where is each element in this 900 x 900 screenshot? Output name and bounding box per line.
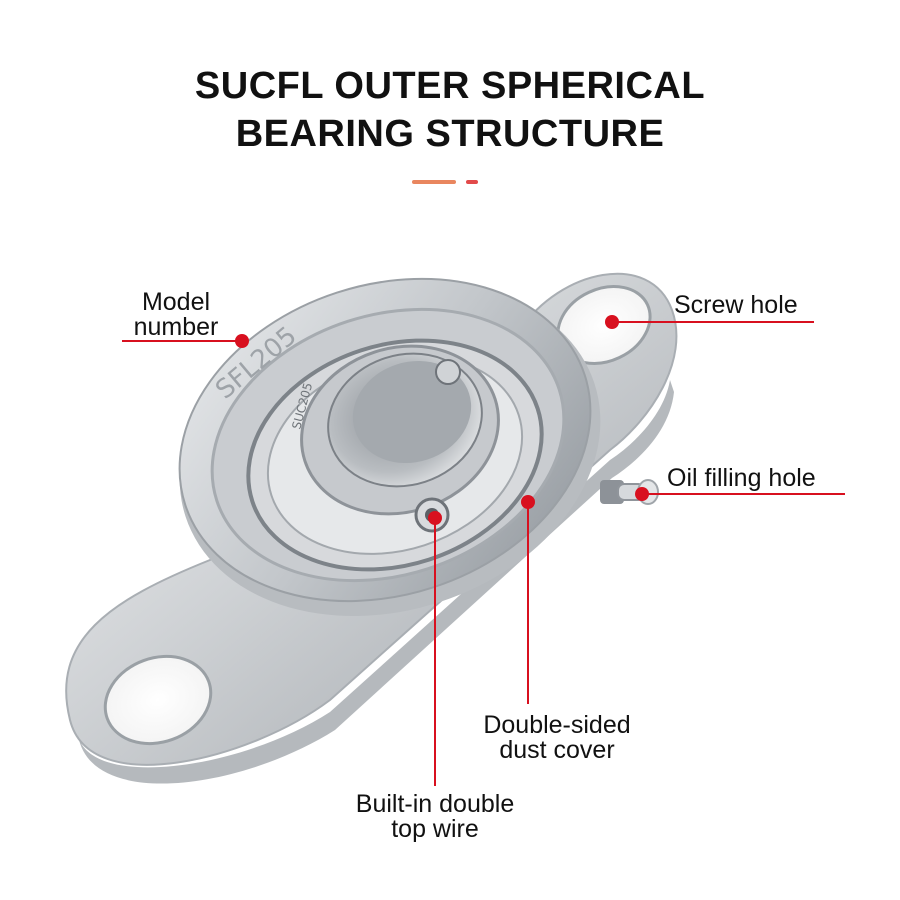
title-accent-dot [466,180,478,184]
title-accent-bar [412,180,456,184]
page-title: SUCFL OUTER SPHERICAL BEARING STRUCTURE [0,62,900,158]
title-line-1: SUCFL OUTER SPHERICAL [194,65,706,107]
title-line-2: BEARING STRUCTURE [235,113,665,155]
callout-label-model-number: Model number [133,288,219,341]
callout-dot-model-number [235,334,249,348]
callout-dot-oil-filling-hole [635,487,649,501]
callout-dot-top-wire [428,511,442,525]
callout-dot-dust-cover [521,495,535,509]
callout-label-screw-hole: Screw hole [674,291,798,319]
callout-label-dust-cover: Double-sided dust cover [483,711,631,764]
callout-label-top-wire: Built-in double top wire [355,790,515,843]
screw-hole-left [103,654,213,746]
set-screw-top [435,359,461,385]
callout-dot-screw-hole [605,315,619,329]
callout-label-oil-filling-hole: Oil filling hole [667,464,816,492]
